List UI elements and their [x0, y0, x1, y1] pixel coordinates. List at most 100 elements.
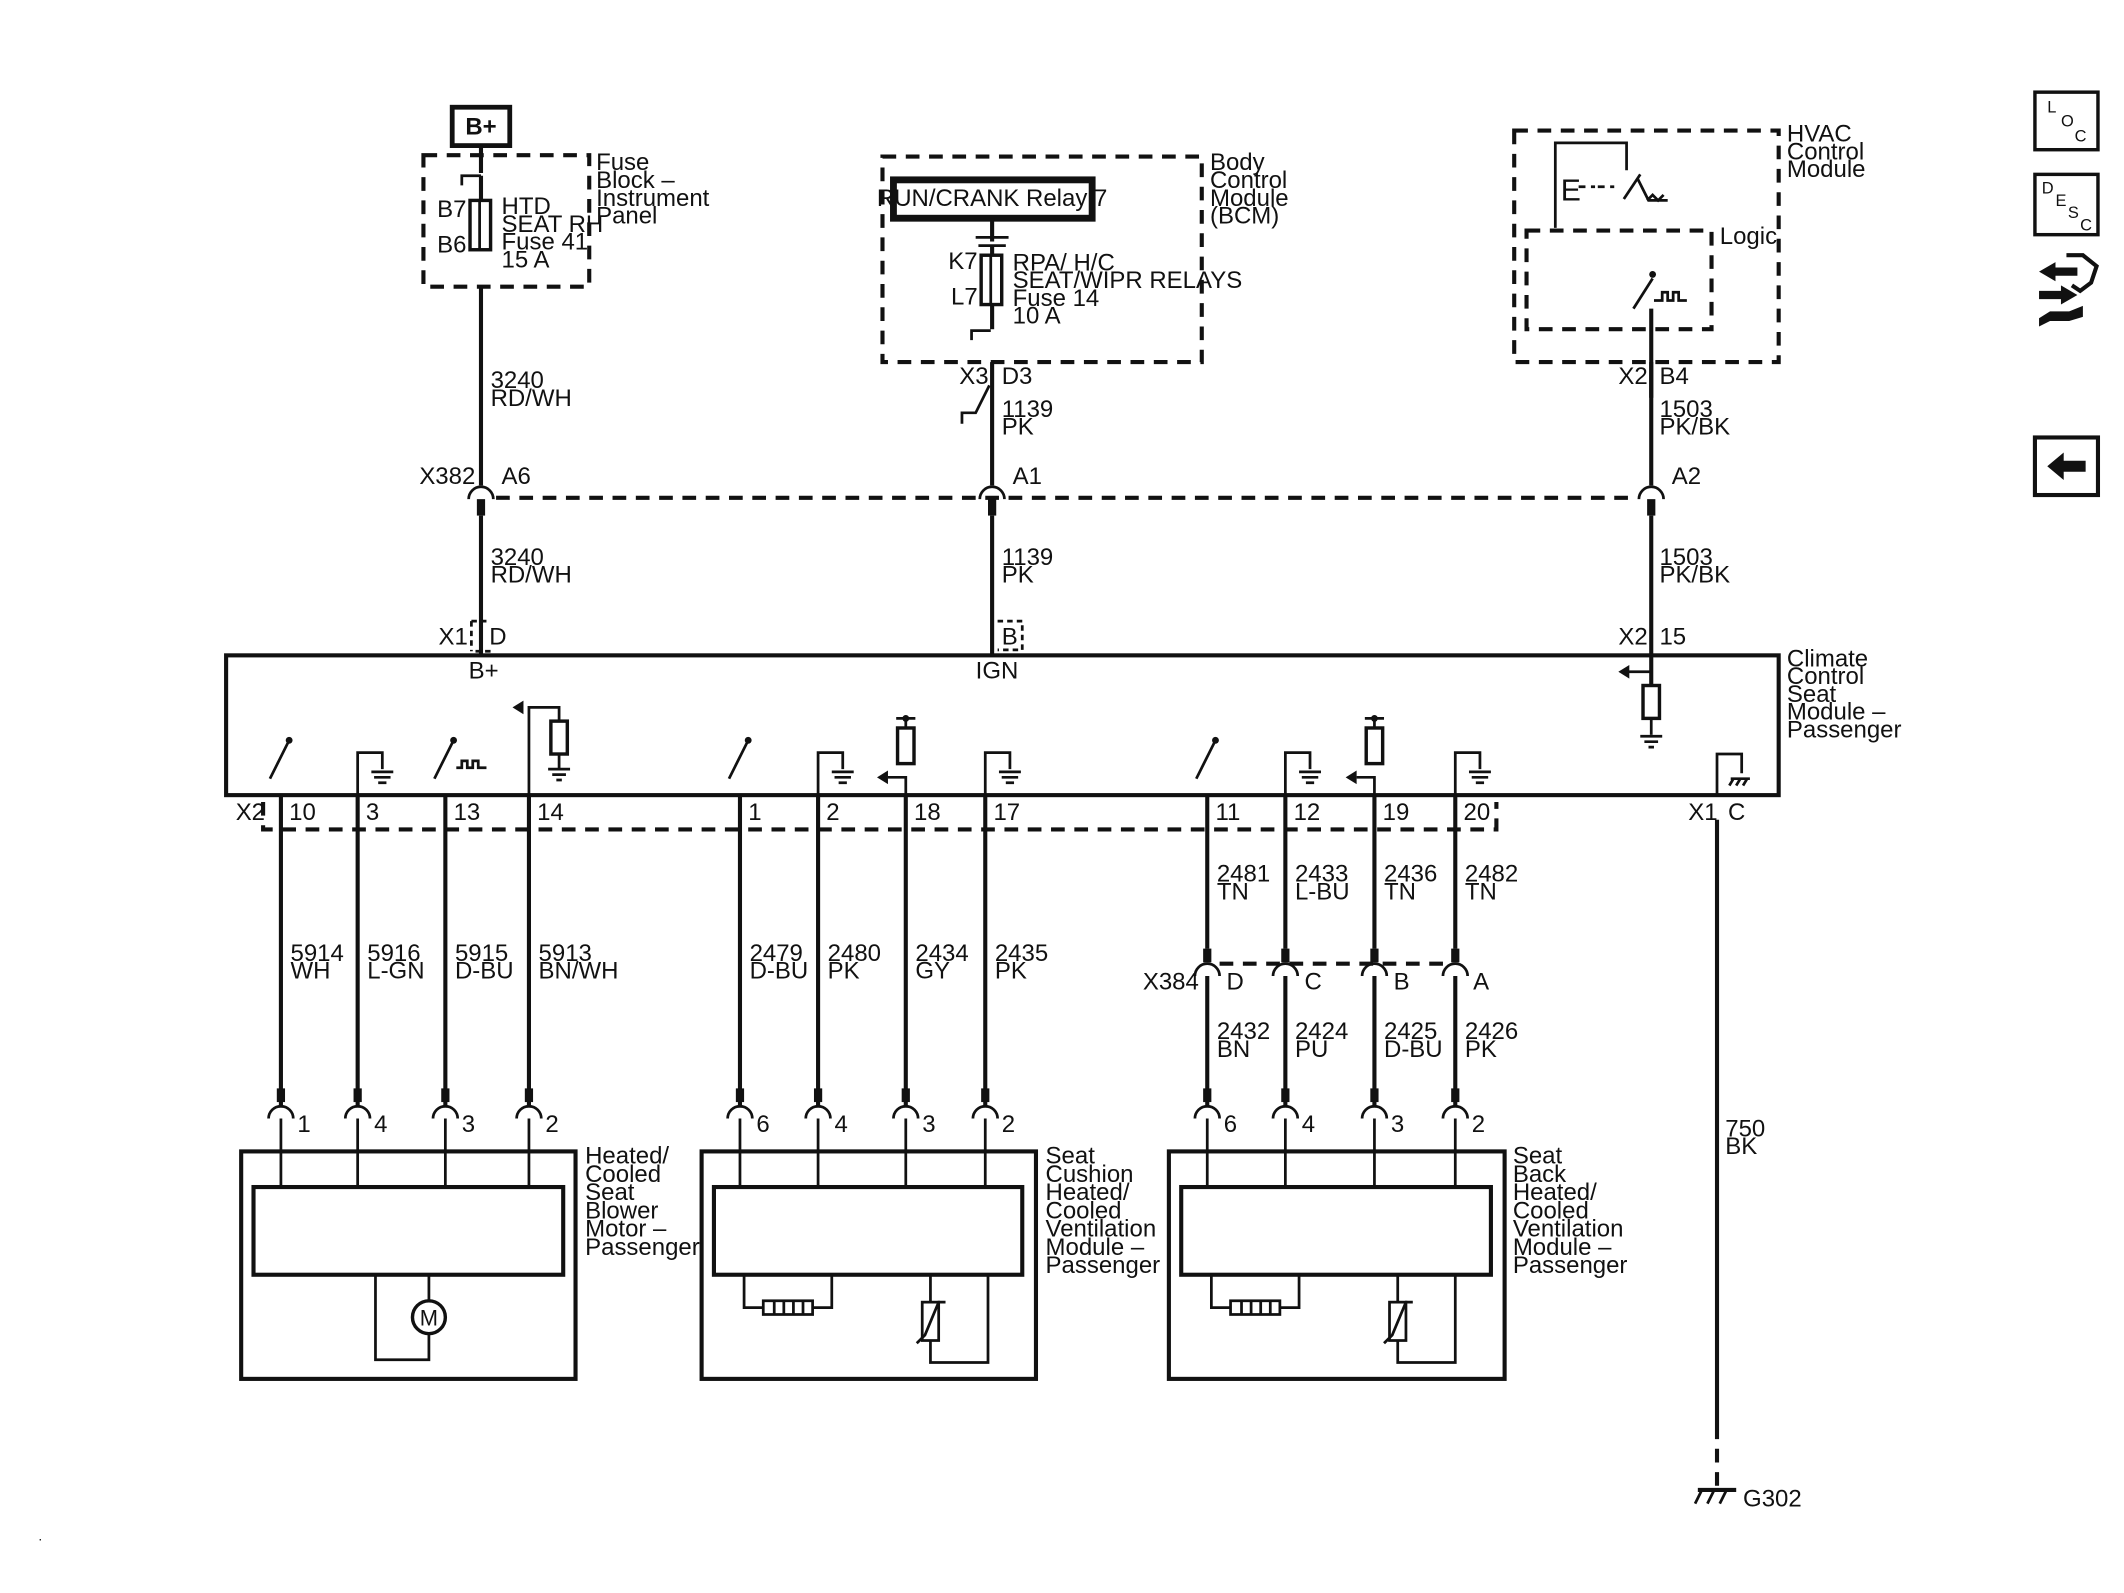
wire-color-5914: WH — [291, 958, 331, 985]
connector-socket — [1441, 962, 1469, 977]
component-socket — [1271, 1104, 1300, 1119]
connector-pin — [1370, 948, 1379, 963]
module-bottom-pin-20: 20 — [1464, 799, 1491, 826]
b-plus-label: B+ — [465, 114, 496, 141]
component-pin — [1203, 1088, 1212, 1103]
connector-pin — [1203, 948, 1212, 963]
wire-1503-color: PK/BK — [1659, 414, 1730, 441]
ground-symbol — [1299, 770, 1321, 785]
component-pin-4: 4 — [374, 1111, 387, 1138]
wire-number-2436: 2436 — [1384, 860, 1437, 887]
wire-750-color: BK — [1725, 1133, 1757, 1160]
component-pin — [813, 1088, 823, 1103]
ground-feed — [983, 751, 1012, 796]
component-pin-6: 6 — [756, 1111, 769, 1138]
hvac-connector-x2: X2 — [1618, 363, 1647, 390]
hvac-pin-b4: B4 — [1659, 363, 1688, 390]
hvac-logic-label: Logic — [1720, 223, 1777, 250]
module-bottom-x1-pin-c: C — [1728, 799, 1745, 826]
ground-feed — [1453, 751, 1482, 796]
ground-symbol — [371, 770, 394, 785]
wire-number-5916: 5916 — [367, 940, 420, 967]
connector-x382: X382 A6 A1 A2 3240 RD/WH 1139 PK 1503 PK… — [419, 463, 1730, 656]
fuse-block-label-2: Block – — [596, 167, 675, 194]
module-x2-pin-15: 15 — [1659, 623, 1686, 650]
component-socket — [1193, 1104, 1221, 1119]
component-label-line: Passenger — [1513, 1252, 1628, 1279]
ground-symbol — [548, 754, 571, 782]
fuse-name-line-1: HTD — [502, 193, 551, 220]
x384-pin-a: A — [1473, 969, 1489, 996]
wire-3240-color-lower: RD/WH — [491, 562, 572, 589]
component-label-line: Cooled — [585, 1161, 661, 1188]
arrow-feed — [887, 775, 908, 796]
connector-end-view-button[interactable] — [2039, 253, 2099, 327]
resistor-symbol — [1364, 726, 1385, 766]
loc-l: L — [2047, 99, 2056, 117]
module-bplus-label: B+ — [469, 658, 499, 685]
resistor-node — [1371, 714, 1378, 722]
wire-color-5913: BN/WH — [539, 958, 619, 985]
wire-1503-number-lower: 1503 — [1659, 544, 1712, 571]
wire-number-2434: 2434 — [915, 940, 968, 967]
component-label-line: Passenger — [585, 1234, 700, 1261]
wire-number-2426: 2426 — [1465, 1018, 1518, 1045]
component-label-line: Heated/ — [585, 1143, 669, 1170]
wire-1139-number-lower: 1139 — [1002, 544, 1054, 571]
wire-color-2436: TN — [1384, 878, 1416, 905]
back-arrow-button[interactable] — [2032, 435, 2101, 498]
module-x2-label: X2 — [1618, 623, 1647, 650]
x384-pin-b: B — [1394, 969, 1410, 996]
component-socket — [267, 1104, 295, 1119]
component-socket — [726, 1104, 754, 1119]
wire-1503-number: 1503 — [1659, 396, 1712, 423]
component-pin — [1281, 1088, 1290, 1103]
desc-button[interactable]: D E S C — [2033, 172, 2100, 237]
motor-m-symbol: M — [420, 1305, 438, 1330]
wire-color-2433: L-BU — [1295, 878, 1350, 905]
hvac-control-module: E Logic HVAC Control Module X2 B4 — [1512, 120, 1866, 398]
arrow-symbol — [877, 770, 888, 785]
module-bottom-pin-3: 3 — [366, 799, 379, 826]
module-bottom-x1-label: X1 — [1688, 799, 1717, 826]
component-pin-3: 3 — [922, 1111, 935, 1138]
module-bottom-pin-17: 17 — [993, 799, 1020, 826]
desc-e: E — [2055, 192, 2066, 210]
module-name-5: Passenger — [1787, 717, 1902, 744]
component-label-line: Cushion — [1046, 1161, 1134, 1188]
component-pin — [1451, 1088, 1460, 1103]
bcm-fuse-line-3: Fuse 14 — [1013, 285, 1100, 312]
switch-symbol — [433, 739, 455, 780]
module-bottom-pin-19: 19 — [1383, 799, 1410, 826]
component-label-line: Heated/ — [1513, 1179, 1597, 1206]
wire-color-2434: GY — [915, 958, 950, 985]
wire-number-2479: 2479 — [750, 940, 803, 967]
component-pin — [353, 1088, 362, 1103]
bcm-label-3: Module — [1210, 185, 1289, 212]
wire-color-5916: L-GN — [367, 958, 424, 985]
bcm-fuse-line-2: SEAT/WIPR RELAYS — [1013, 267, 1243, 294]
wire-number-2480: 2480 — [828, 940, 881, 967]
component-pin-3: 3 — [462, 1111, 475, 1138]
component-label-line: Ventilation — [1513, 1216, 1624, 1243]
wire-number-2425: 2425 — [1384, 1018, 1437, 1045]
wire-number-2424: 2424 — [1295, 1018, 1348, 1045]
module-name-3: Seat — [1787, 681, 1837, 708]
ground-feed — [356, 751, 384, 796]
module-ign-label: IGN — [976, 658, 1019, 685]
component-label-line: Motor – — [585, 1216, 667, 1243]
climate-control-seat-module: X1 D B X2 15 B+ IGN Climate Control Seat… — [224, 619, 1902, 832]
component-label-line: Seat — [585, 1179, 635, 1206]
component-label-line: Module – — [1513, 1234, 1612, 1261]
ground-symbol — [1468, 770, 1491, 785]
bcm-fuse-line-4: 10 A — [1013, 303, 1061, 330]
component-label-line: Seat — [1513, 1143, 1563, 1170]
fuse-name-line-3: Fuse 41 — [502, 229, 589, 256]
component-label-line: Back — [1513, 1161, 1567, 1188]
module-bottom-pin-18: 18 — [914, 799, 941, 826]
loc-button[interactable]: L O C — [2033, 90, 2100, 152]
component-label-line: Heated/ — [1046, 1179, 1130, 1206]
wire-color-2480: PK — [828, 958, 860, 985]
connector-socket — [1360, 962, 1389, 977]
